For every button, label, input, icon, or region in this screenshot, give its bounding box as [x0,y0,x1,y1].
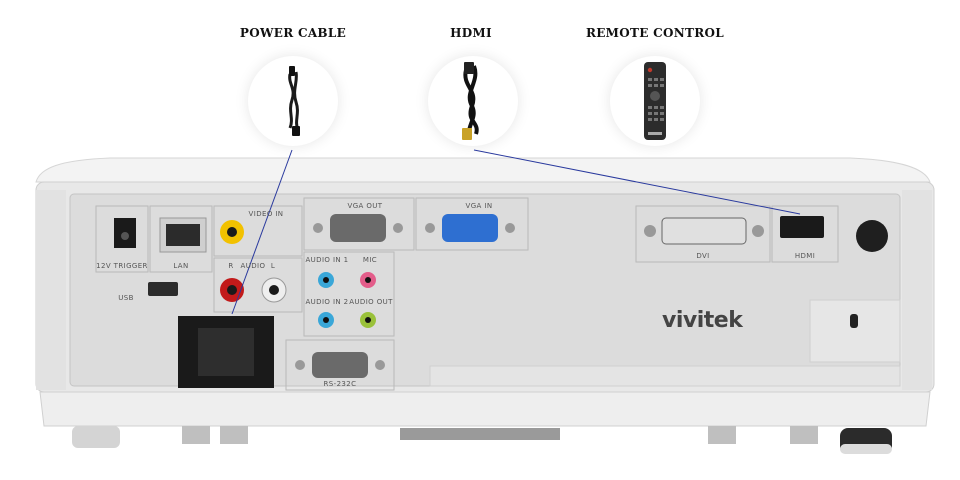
port-audio-in1-label: AUDIO IN 1 [305,256,349,264]
port-audio-r-label: R [228,262,234,270]
port-vga-out-label: VGA OUT [347,202,383,210]
hdmi-cable-icon [428,56,518,146]
port-hdmi-label: HDMI [794,252,816,260]
power-cable-label: POWER CABLE [239,26,347,40]
port-mic-label: MIC [362,256,378,264]
remote-control-label: REMOTE CONTROL [585,26,725,40]
port-video-in-label: VIDEO IN [248,210,284,218]
port-usb-label: USB [118,294,134,302]
port-audio-l-label: L [270,262,276,270]
port-rs232-label: RS-232C [323,380,357,388]
brand-logo: vivitek [662,308,743,333]
power-cable-icon [248,56,338,146]
port-audio-label: AUDIO [240,262,266,270]
hdmi-cable-label: HDMI [450,26,492,40]
port-vga-in-label: VGA IN [465,202,493,210]
port-12v-trigger-label: 12V TRIGGER [96,262,148,270]
port-dvi-label: DVI [696,252,710,260]
port-audio-in2-label: AUDIO IN 2 [305,298,349,306]
port-audio-out-label: AUDIO OUT [349,298,393,306]
port-lan-label: LAN [173,262,189,270]
remote-control-icon [610,56,700,146]
